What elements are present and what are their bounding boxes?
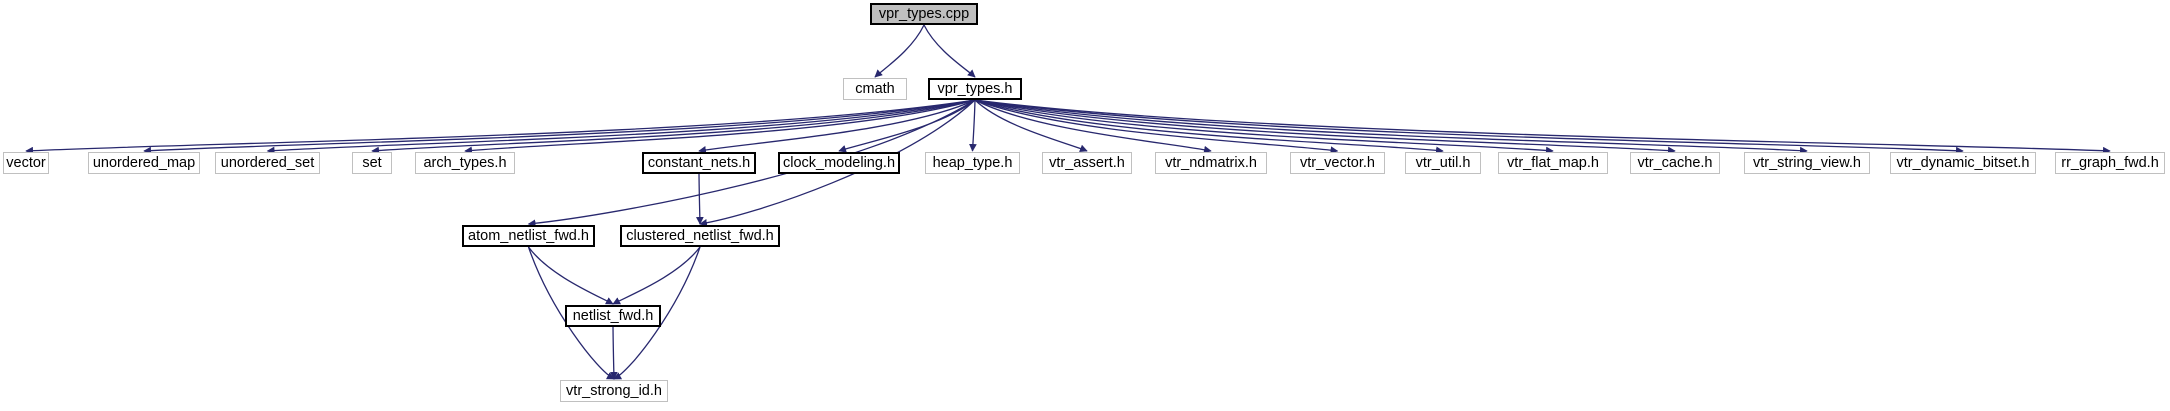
graph-edge-vpr_types_h-to-constant_nets_h (698, 99, 976, 154)
graph-node-label: vtr_ndmatrix.h (1165, 155, 1257, 171)
graph-node-vpr_types_h[interactable]: vpr_types.h (928, 78, 1022, 100)
graph-node-unordered_set[interactable]: unordered_set (215, 152, 320, 174)
graph-edge-vpr_types_cpp-to-vpr_types_h (923, 24, 976, 78)
graph-node-set[interactable]: set (352, 152, 392, 174)
graph-edge-vpr_types_h-to-unordered_set (266, 99, 976, 155)
graph-node-label: vpr_types.h (937, 81, 1013, 97)
graph-node-label: vtr_dynamic_bitset.h (1896, 155, 2030, 171)
graph-edge-vpr_types_h-to-set (371, 99, 976, 155)
graph-edge-vpr_types_h-to-vtr_cache_h (974, 99, 1676, 155)
graph-edge-vpr_types_h-to-rr_graph_fwd_h (974, 99, 2111, 155)
graph-node-label: constant_nets.h (647, 155, 751, 171)
graph-edge-vpr_types_h-to-vtr_ndmatrix_h (974, 99, 1212, 154)
graph-node-arch_types_h[interactable]: arch_types.h (415, 152, 515, 174)
graph-edge-atom_netlist_fwd_h-to-netlist_fwd_h (527, 246, 614, 305)
graph-node-unordered_map[interactable]: unordered_map (88, 152, 200, 174)
graph-node-label: clustered_netlist_fwd.h (626, 228, 774, 244)
graph-edge-vpr_types_h-to-vtr_dynamic_bitset_h (974, 99, 1964, 155)
graph-edge-vpr_types_h-to-vtr_flat_map_h (974, 99, 1554, 155)
graph-edge-constant_nets_h-to-clustered_netlist_fwd_h (695, 173, 704, 225)
graph-node-heap_type_h[interactable]: heap_type.h (925, 152, 1020, 174)
graph-node-vtr_strong_id_h[interactable]: vtr_strong_id.h (560, 380, 668, 402)
graph-node-vtr_ndmatrix_h[interactable]: vtr_ndmatrix.h (1155, 152, 1267, 174)
graph-edge-vpr_types_h-to-unordered_map (143, 99, 976, 155)
graph-node-label: atom_netlist_fwd.h (468, 228, 589, 244)
graph-edge-vpr_types_h-to-vector (25, 99, 976, 155)
graph-node-label: vtr_vector.h (1300, 155, 1375, 171)
graph-node-label: rr_graph_fwd.h (2061, 155, 2159, 171)
graph-node-atom_netlist_fwd_h[interactable]: atom_netlist_fwd.h (462, 225, 595, 247)
graph-node-label: set (362, 155, 382, 171)
graph-edge-vpr_types_h-to-vtr_vector_h (974, 99, 1339, 155)
graph-node-vtr_util_h[interactable]: vtr_util.h (1405, 152, 1481, 174)
graph-node-label: arch_types.h (423, 155, 507, 171)
graph-node-constant_nets_h[interactable]: constant_nets.h (642, 152, 756, 174)
graph-node-clock_modeling_h[interactable]: clock_modeling.h (778, 152, 900, 174)
graph-node-vtr_flat_map_h[interactable]: vtr_flat_map.h (1498, 152, 1608, 174)
graph-node-clustered_netlist_fwd_h[interactable]: clustered_netlist_fwd.h (620, 225, 780, 247)
graph-node-netlist_fwd_h[interactable]: netlist_fwd.h (565, 305, 661, 327)
graph-node-label: vtr_assert.h (1049, 155, 1125, 171)
graph-node-vpr_types_cpp[interactable]: vpr_types.cpp (870, 3, 978, 25)
graph-node-cmath[interactable]: cmath (843, 78, 907, 100)
graph-node-label: vector (6, 155, 46, 171)
graph-node-label: vtr_string_view.h (1753, 155, 1861, 171)
graph-node-vtr_assert_h[interactable]: vtr_assert.h (1042, 152, 1132, 174)
graph-edge-vpr_types_h-to-vtr_assert_h (974, 99, 1088, 153)
graph-node-label: vpr_types.cpp (878, 6, 970, 22)
graph-node-label: unordered_set (220, 155, 315, 171)
graph-node-label: heap_type.h (932, 155, 1013, 171)
graph-edge-vpr_types_h-to-heap_type_h (968, 99, 977, 152)
graph-node-label: cmath (855, 81, 895, 97)
graph-edge-vpr_types_h-to-clock_modeling_h (838, 99, 976, 153)
graph-edge-vpr_types_h-to-vtr_util_h (974, 99, 1444, 155)
graph-edge-clustered_netlist_fwd_h-to-netlist_fwd_h (612, 246, 701, 305)
graph-node-label: unordered_map (92, 155, 196, 171)
graph-edge-vpr_types_cpp-to-cmath (874, 24, 925, 78)
graph-node-vtr_string_view_h[interactable]: vtr_string_view.h (1744, 152, 1870, 174)
graph-node-label: vtr_flat_map.h (1507, 155, 1599, 171)
graph-node-label: vtr_cache.h (1637, 155, 1713, 171)
graph-node-label: vtr_util.h (1415, 155, 1471, 171)
graph-node-rr_graph_fwd_h[interactable]: rr_graph_fwd.h (2055, 152, 2165, 174)
graph-node-vtr_dynamic_bitset_h[interactable]: vtr_dynamic_bitset.h (1890, 152, 2036, 174)
graph-edge-vpr_types_h-to-vtr_string_view_h (974, 99, 1808, 155)
graph-node-label: clock_modeling.h (782, 155, 896, 171)
graph-node-label: vtr_strong_id.h (566, 383, 662, 399)
graph-node-vector[interactable]: vector (3, 152, 49, 174)
graph-edge-netlist_fwd_h-to-vtr_strong_id_h (609, 326, 618, 380)
graph-edge-vpr_types_h-to-arch_types_h (464, 99, 976, 155)
graph-node-label: netlist_fwd.h (572, 308, 654, 324)
graph-node-vtr_vector_h[interactable]: vtr_vector.h (1290, 152, 1385, 174)
graph-node-vtr_cache_h[interactable]: vtr_cache.h (1630, 152, 1720, 174)
